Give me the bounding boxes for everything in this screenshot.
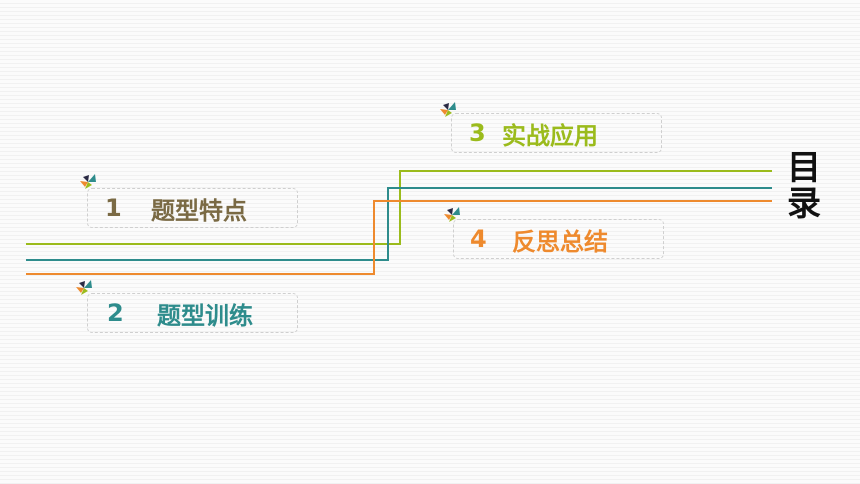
connector-line-orange (26, 200, 772, 275)
pinwheel-marker-icon (80, 174, 96, 189)
toc-item-4[interactable]: 4 反思总结 (453, 219, 664, 259)
toc-item-number: 1 (105, 194, 122, 222)
toc-item-number: 3 (469, 119, 486, 147)
toc-item-2[interactable]: 2 题型训练 (87, 293, 298, 333)
toc-item-number: 4 (470, 225, 487, 253)
toc-item-number: 2 (107, 299, 124, 327)
toc-title-char-2: 录 (787, 184, 821, 224)
connector-line-teal (26, 187, 772, 261)
toc-item-1[interactable]: 1 题型特点 (87, 188, 298, 228)
toc-item-label: 题型特点 (151, 196, 247, 225)
pinwheel-marker-icon (444, 207, 460, 222)
toc-title-char-1: 目 (787, 148, 821, 188)
pinwheel-marker-icon (76, 280, 92, 295)
toc-item-label: 实战应用 (502, 121, 598, 150)
toc-item-label: 反思总结 (512, 227, 608, 256)
toc-item-3[interactable]: 3 实战应用 (451, 113, 662, 153)
pinwheel-marker-icon (440, 102, 456, 117)
connector-line-green (26, 170, 772, 245)
toc-title: 目 录 (784, 150, 824, 222)
toc-item-label: 题型训练 (157, 301, 253, 330)
